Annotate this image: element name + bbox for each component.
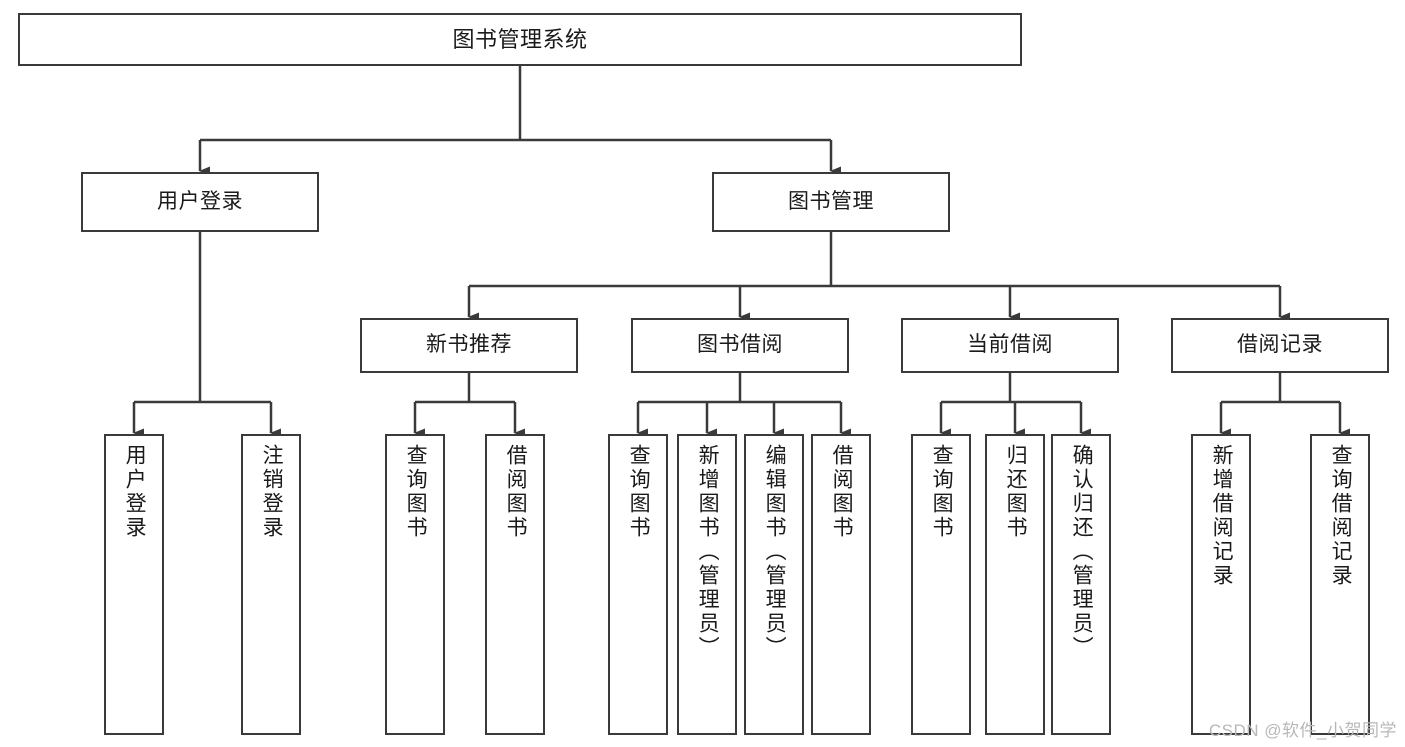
node-label: 图书借阅 (697, 333, 783, 357)
node-new_rec[interactable]: 新书推荐 (360, 318, 578, 373)
node-label: 用户登录 (157, 189, 243, 213)
node-label: 图书管理系统 (452, 26, 588, 52)
node-l_r_query[interactable]: 查询借阅记录 (1310, 434, 1370, 735)
node-l_c_query[interactable]: 查询图书 (911, 434, 971, 735)
node-label: 借阅图书 (504, 444, 528, 540)
node-label: 图书管理 (788, 189, 874, 213)
node-label: 借阅记录 (1237, 333, 1323, 357)
node-borrow[interactable]: 图书借阅 (631, 318, 849, 373)
node-l_user_logout[interactable]: 注销登录 (241, 434, 301, 735)
node-user_login[interactable]: 用户登录 (81, 172, 319, 232)
node-label: 新增图书（管理员） (696, 444, 720, 660)
node-l_nr_query[interactable]: 查询图书 (385, 434, 445, 735)
node-label: 借阅图书 (830, 444, 854, 540)
node-label: 注销登录 (260, 444, 284, 540)
node-l_nr_borrow[interactable]: 借阅图书 (485, 434, 545, 735)
node-l_b_edit[interactable]: 编辑图书（管理员） (744, 434, 804, 735)
node-l_user_login[interactable]: 用户登录 (104, 434, 164, 735)
node-l_b_query[interactable]: 查询图书 (608, 434, 668, 735)
node-label: 归还图书 (1004, 444, 1028, 540)
node-records[interactable]: 借阅记录 (1171, 318, 1389, 373)
node-label: 用户登录 (123, 444, 147, 540)
node-label: 查询图书 (627, 444, 651, 540)
node-current[interactable]: 当前借阅 (901, 318, 1119, 373)
node-l_b_borrow[interactable]: 借阅图书 (811, 434, 871, 735)
node-label: 查询图书 (404, 444, 428, 540)
node-label: 新书推荐 (426, 333, 512, 357)
node-book_mgmt[interactable]: 图书管理 (712, 172, 950, 232)
node-root[interactable]: 图书管理系统 (18, 13, 1022, 66)
node-label: 查询图书 (930, 444, 954, 540)
node-label: 新增借阅记录 (1210, 444, 1234, 588)
node-label: 确认归还（管理员） (1070, 444, 1094, 660)
watermark-text: CSDN @软件_小贺同学 (1208, 721, 1397, 740)
node-label: 编辑图书（管理员） (763, 444, 787, 660)
node-l_r_add[interactable]: 新增借阅记录 (1191, 434, 1251, 735)
node-label: 查询借阅记录 (1329, 444, 1353, 588)
node-l_c_confirm[interactable]: 确认归还（管理员） (1051, 434, 1111, 735)
node-label: 当前借阅 (967, 333, 1053, 357)
node-l_b_add[interactable]: 新增图书（管理员） (677, 434, 737, 735)
node-l_c_return[interactable]: 归还图书 (985, 434, 1045, 735)
